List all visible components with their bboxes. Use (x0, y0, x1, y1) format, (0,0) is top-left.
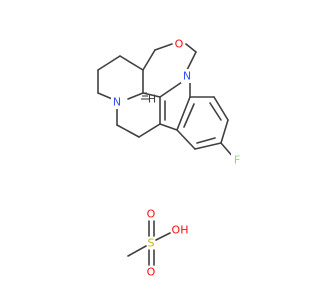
sulfur-atom-label: S (148, 237, 155, 250)
bond-ch3-s (127, 245, 147, 257)
bond-c3-c3a (159, 123, 178, 131)
bond-c3a-c8a (176, 96, 191, 131)
bond-ch2a-ch2b (116, 124, 140, 138)
fluorine-atom-label: F (234, 154, 240, 167)
bond-o-ch2 (185, 43, 197, 53)
bond-c6-c5b-inner (196, 137, 216, 144)
bond-ch2b-c3 (138, 123, 161, 138)
bond-c6-c5b (194, 142, 222, 150)
oxygen-atom-label: O (175, 38, 184, 51)
sulfonyl-oxygen-bottom-label: O (147, 266, 156, 279)
bond-c1-c2 (119, 55, 144, 71)
bond-n-c5 (127, 92, 144, 100)
indole-nitrogen-label: N (183, 70, 191, 83)
bond-c8-c7-inner (209, 102, 222, 121)
bond-ch2-o (154, 43, 173, 51)
hydroxyl-label: OH (172, 224, 189, 237)
bond-c3a-c8a-inner (183, 103, 195, 128)
bond-c5b-c3a (176, 129, 196, 150)
bond-ch2-nindole (186, 51, 197, 71)
bond-c8-c7 (213, 96, 229, 121)
amine-nitrogen-label: N (113, 96, 121, 109)
molecule-diagram: O N N H F S O O OH (97, 37, 243, 279)
sulfonyl-oxygen-top-label: O (147, 208, 156, 221)
methanesulfonic-acid: S O O OH (127, 208, 189, 279)
bond-nindole-c7a (159, 81, 183, 98)
bond-c2-c3 (97, 55, 121, 71)
bond-c1-ch2 (142, 49, 156, 71)
atom-labels: O N N H F (111, 37, 243, 167)
bond-c7a-c5 (142, 92, 161, 98)
stereo-hydrogen-label: H (148, 93, 156, 106)
bond-s-oh (155, 232, 171, 241)
bond-c7-c6 (220, 119, 229, 144)
stereo-hash-wedge (141, 92, 149, 100)
